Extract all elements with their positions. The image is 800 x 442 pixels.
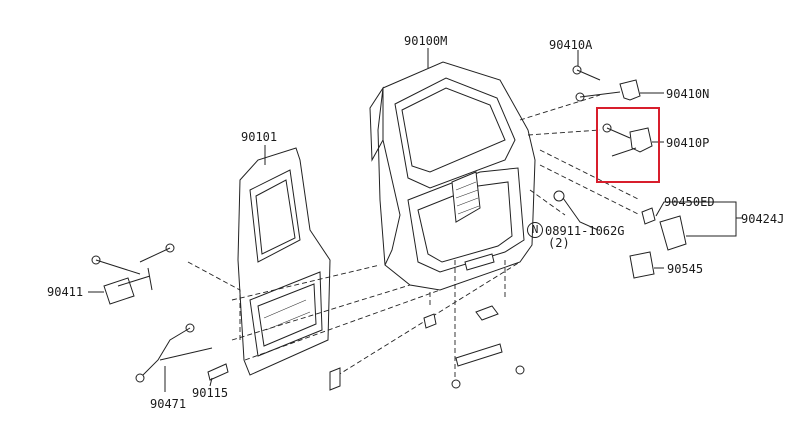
- stopper-part: [641, 207, 656, 225]
- label-90424j[interactable]: 90424J: [741, 212, 785, 226]
- handle-part: [207, 253, 525, 391]
- check-link-part: [135, 323, 213, 383]
- label-90471[interactable]: 90471: [150, 397, 187, 411]
- label-90101[interactable]: 90101: [241, 130, 278, 144]
- label-90450ed[interactable]: 90450ED: [664, 195, 715, 209]
- label-90115[interactable]: 90115: [192, 386, 229, 400]
- door-inner-panel: [237, 147, 331, 376]
- label-90410a[interactable]: 90410A: [549, 38, 593, 52]
- label-90545[interactable]: 90545: [667, 262, 704, 276]
- rear-lamp-part: [659, 215, 687, 251]
- highlight-box: [596, 107, 660, 183]
- nut-part: [553, 190, 565, 202]
- label-90411[interactable]: 90411: [47, 285, 84, 299]
- bumper-part: [629, 251, 655, 279]
- label-08911-1062g[interactable]: 08911-1062G: [545, 224, 625, 238]
- label-90100m[interactable]: 90100M: [404, 34, 448, 48]
- hinge-lower-part: [602, 123, 653, 157]
- assembly-leader-lines: [187, 94, 641, 381]
- nut-symbol: N: [527, 222, 543, 238]
- label-90410n[interactable]: 90410N: [666, 87, 710, 101]
- hinge-upper-part: [572, 65, 641, 102]
- back-door-outer-panel: [369, 61, 536, 291]
- label-leader-lines: [88, 48, 742, 392]
- label-nut-quantity: (2): [548, 236, 570, 250]
- label-90410p[interactable]: 90410P: [666, 136, 710, 150]
- left-hinge-part: [91, 243, 175, 305]
